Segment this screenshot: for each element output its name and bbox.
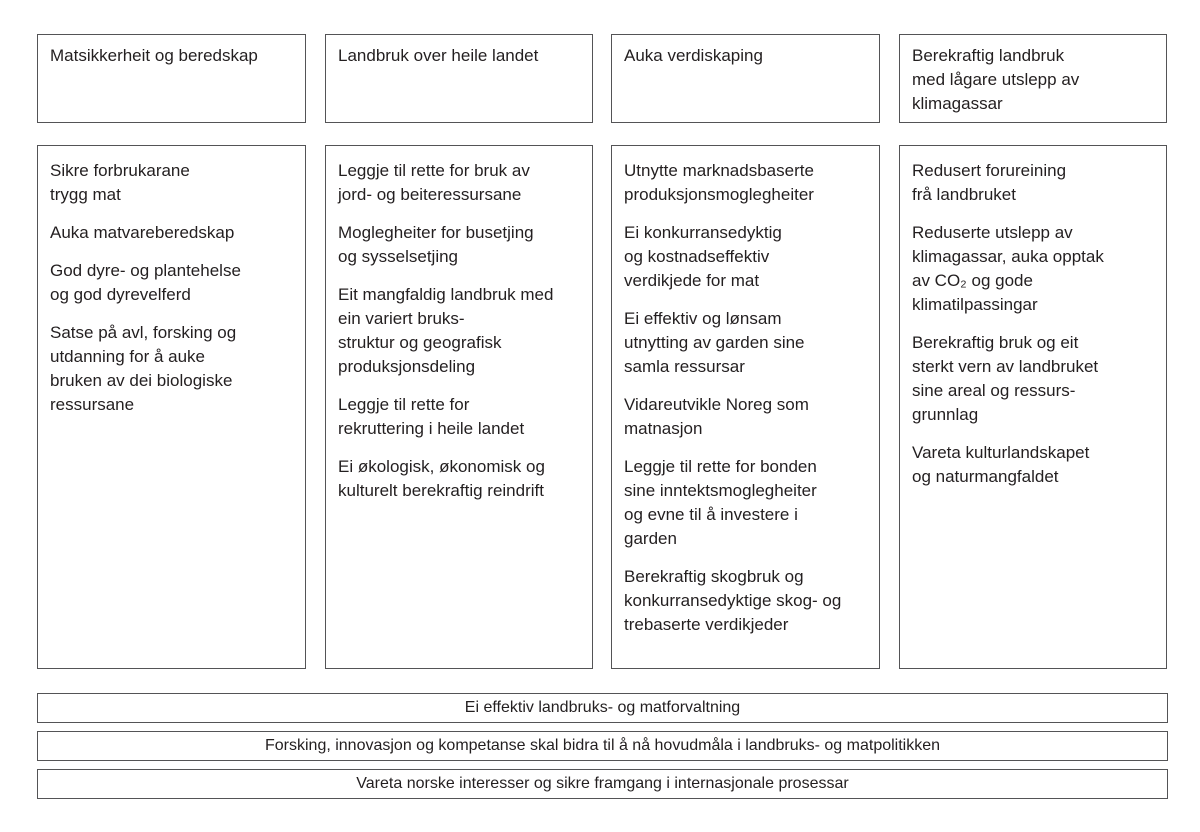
goal-item: Ei økologisk, økonomisk og kulturelt ber… [338,457,545,500]
goal-item: Utnytte marknadsbaserte produksjonsmogle… [624,161,814,204]
goal-item: Berekraftig bruk og eit sterkt vern av l… [912,333,1099,424]
goal-item: Ei effektiv og lønsam utnytting av garde… [624,309,805,376]
pillar-goals-matsikkerheit: Sikre forbrukarane trygg mat Auka matvar… [37,145,306,669]
pillar-goals-berekraftig-landbruk: Redusert forureining frå landbruket Redu… [899,145,1167,669]
goal-item: Leggje til rette for rekruttering i heil… [338,395,525,438]
cross-goal-forsking-bar: Forsking, innovasjon og kompetanse skal … [37,731,1168,761]
pillar-header-matsikkerheit: Matsikkerheit og beredskap [37,34,306,123]
goal-item: Berekraftig skogbruk og konkurransedykti… [624,567,842,634]
goal-item: Leggje til rette for bruk av jord- og be… [338,161,530,204]
goal-item: Moglegheiter for busetjing og sysselsetj… [338,223,534,266]
goal-item: Auka matvareberedskap [50,223,235,242]
cross-goal-forvaltning-bar: Ei effektiv landbruks- og matforvaltning [37,693,1168,723]
goal-item: Leggje til rette for bonden sine inntekt… [624,457,817,548]
goal-item: Reduserte utslepp av klimagassar, auka o… [912,223,1104,314]
goal-item: Ei konkurransedyktig og kostnadseffektiv… [624,223,782,290]
pillar-goals-auka-verdiskaping: Utnytte marknadsbaserte produksjonsmogle… [611,145,880,669]
goal-item: God dyre- og plantehelse og god dyrevelf… [50,261,241,304]
goal-item: Sikre forbrukarane trygg mat [50,161,190,204]
goal-item: Eit mangfaldig landbruk med ein variert … [338,285,554,376]
goal-item: Satse på avl, forsking og utdanning for … [50,323,237,414]
cross-goal-internasjonalt-bar: Vareta norske interesser og sikre framga… [37,769,1168,799]
goal-item: Redusert forureining frå landbruket [912,161,1067,204]
goal-item: Vidareutvikle Noreg som matnasjon [624,395,809,438]
goal-item: Vareta kulturlandskapet og naturmangfald… [912,443,1090,486]
pillar-header-auka-verdiskaping: Auka verdiskaping [611,34,880,123]
pillar-header-landbruk-over-heile-landet: Landbruk over heile landet [325,34,593,123]
pillar-header-berekraftig-landbruk: Berekraftig landbruk med lågare utslepp … [899,34,1167,123]
pillar-goals-landbruk-over-heile-landet: Leggje til rette for bruk av jord- og be… [325,145,593,669]
